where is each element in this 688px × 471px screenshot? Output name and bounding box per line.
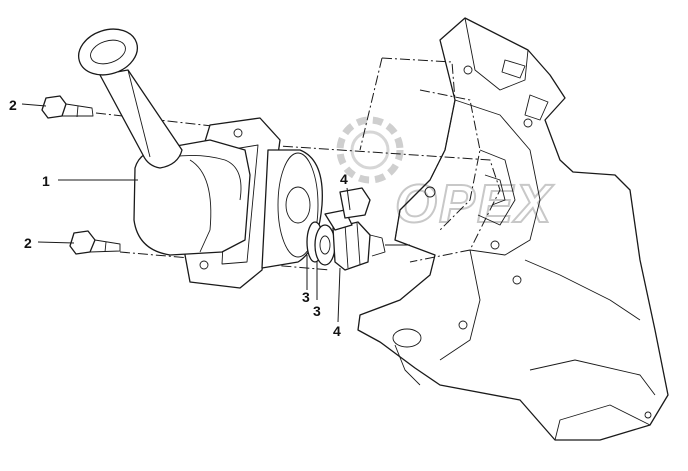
bolt-lower bbox=[69, 230, 121, 255]
watermark: OPEX bbox=[336, 116, 554, 235]
callout-4-upper: 4 bbox=[340, 171, 348, 187]
bolt-upper bbox=[41, 95, 94, 119]
leader-lines bbox=[21, 103, 351, 323]
callouts: 1 2 2 3 3 4 4 bbox=[9, 97, 348, 339]
callout-4-lower: 4 bbox=[333, 323, 341, 339]
fittings bbox=[306, 187, 410, 271]
callout-1: 1 bbox=[42, 173, 50, 189]
callout-3-right: 3 bbox=[313, 303, 321, 319]
callout-2-upper: 2 bbox=[9, 97, 17, 113]
hand-brake-valve bbox=[78, 28, 323, 289]
gear-icon bbox=[336, 116, 404, 184]
callout-2-lower: 2 bbox=[24, 235, 32, 251]
watermark-text: OPEX bbox=[395, 174, 554, 234]
callout-3-left: 3 bbox=[302, 289, 310, 305]
